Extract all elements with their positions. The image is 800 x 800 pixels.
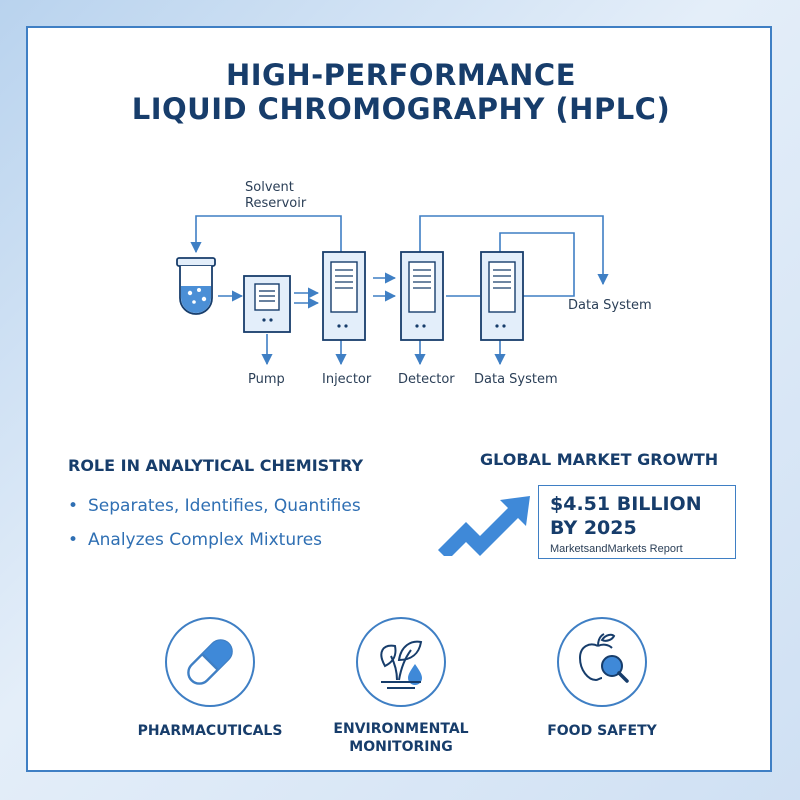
apple-magnifier-icon [557,617,647,707]
label-solvent-line2: Reservoir [245,196,307,211]
application-label-environmental: ENVIRONMENTAL MONITORING [301,720,501,756]
application-label-line1: ENVIRONMENTAL [333,721,469,737]
capsule-icon [165,617,255,707]
pump-module-icon [243,275,291,333]
hplc-flow-diagram: Solvent Reservoir Pump Injector Detector… [176,180,652,387]
trend-up-arrow-icon [438,496,530,556]
label-pump: Pump [248,372,285,387]
label-data-system-right: Data System [568,298,652,313]
list-item: • Analyzes Complex Mixtures [68,528,361,562]
bullet-icon: • [68,530,79,550]
page-title: HIGH-PERFORMANCE LIQUID CHROMOGRAPHY (HP… [28,58,774,126]
role-item-text: Analyzes Complex Mixtures [88,530,323,550]
label-injector: Injector [322,372,372,387]
list-item: • Separates, Identifies, Quantifies [68,494,361,528]
role-heading: ROLE IN ANALYTICAL CHEMISTRY [68,456,364,475]
market-heading: GLOBAL MARKET GROWTH [480,450,719,469]
injector-module-icon [322,251,366,341]
bullet-icon: • [68,496,79,516]
market-source: MarketsandMarkets Report [550,543,683,555]
data-system-module-icon [480,251,524,341]
label-detector: Detector [398,372,455,387]
title-line-1: HIGH-PERFORMANCE [225,58,577,92]
application-label-line1: PHARMACUTICALS [137,723,283,739]
application-label-food-safety: FOOD SAFETY [502,722,702,740]
infographic-card: HIGH-PERFORMANCE LIQUID CHROMOGRAPHY (HP… [26,26,772,772]
application-label-line1: FOOD SAFETY [547,723,657,739]
data-system-top-line [499,232,575,297]
market-value-box: $4.51 BILLION BY 2025 MarketsandMarkets … [538,485,736,559]
detector-module-icon [400,251,444,341]
title-line-2: LIQUID CHROMOGRAPHY (HPLC) [131,92,671,126]
label-data-system-bottom: Data System [474,372,558,387]
application-label-pharmaceuticals: PHARMACUTICALS [110,722,310,740]
application-label-line2: MONITORING [349,739,453,755]
solvent-reservoir-flask-icon [176,257,216,315]
leaf-droplet-icon [356,617,446,707]
market-value-line1: $4.51 BILLION [550,493,702,515]
role-item-text: Separates, Identifies, Quantifies [88,496,361,516]
role-list: • Separates, Identifies, Quantifies • An… [68,494,361,562]
return-line-reservoir [190,215,342,261]
detector-top-line [419,215,609,286]
market-value-line2: BY 2025 [550,517,637,539]
label-solvent-line1: Solvent [245,180,294,195]
